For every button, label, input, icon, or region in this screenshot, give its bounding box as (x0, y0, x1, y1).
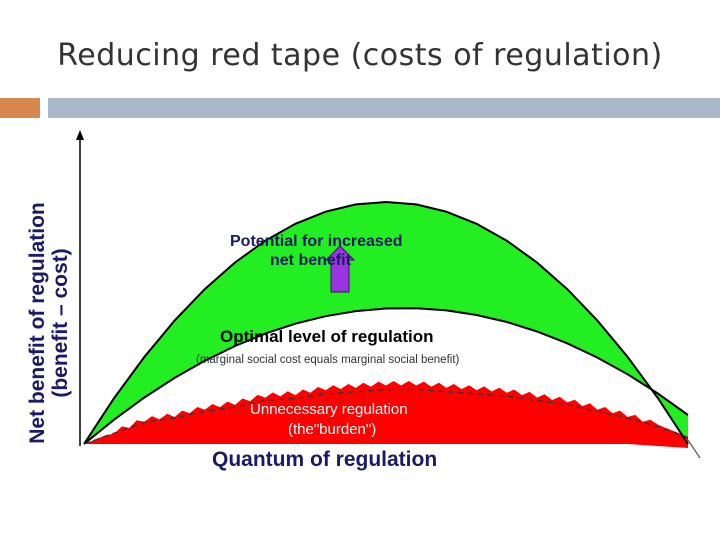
chart-svg: Net benefit of regulation (benefit – cos… (26, 130, 701, 471)
optimal-level-sublabel: (marginal social cost equals marginal so… (196, 354, 460, 366)
burden-label-line2: (the"burden") (288, 421, 376, 438)
x-axis-label: Quantum of regulation (212, 448, 437, 471)
optimal-level-label: Optimal level of regulation (220, 327, 433, 346)
burden-boundary-curve (83, 389, 689, 445)
accent-bar (48, 98, 720, 118)
y-axis-label-main: Net benefit of regulation (26, 202, 49, 444)
potential-benefit-label-line1: Potential for increased (230, 233, 403, 250)
optimal-regulation-curve (83, 307, 689, 445)
potential-benefit-label-line2: net benefit (270, 252, 352, 269)
chart-area: Net benefit of regulation (benefit – cos… (0, 118, 720, 540)
unnecessary-regulation-area (84, 381, 688, 448)
y-axis-label-sub: (benefit – cost) (49, 248, 72, 397)
maximum-benefit-curve (83, 200, 689, 445)
accent-square (0, 98, 40, 118)
y-axis-arrowhead (76, 130, 84, 140)
slide-title: Reducing red tape (costs of regulation) (57, 38, 663, 73)
burden-label-line1: Unnecessary regulation (250, 401, 408, 418)
x-axis-tail (687, 439, 701, 459)
increase-arrow (324, 245, 356, 293)
